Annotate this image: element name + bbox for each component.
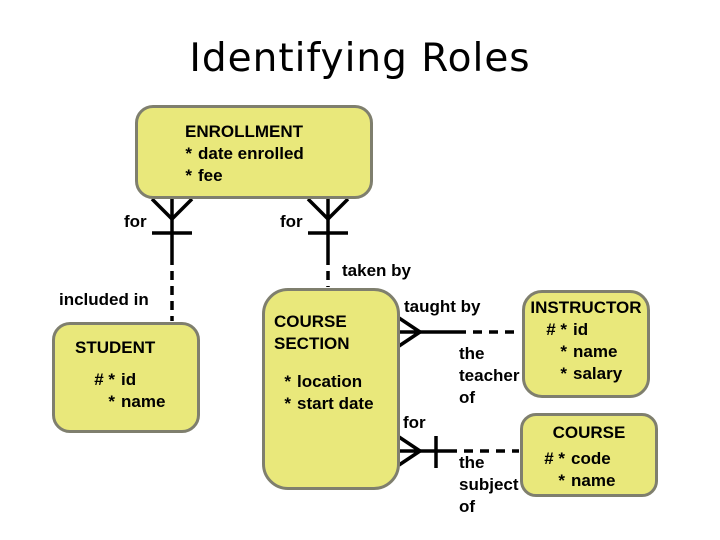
attribute-row: * date enrolled (178, 143, 370, 165)
attribute-row: * name (541, 341, 647, 363)
attribute-name: name (571, 471, 616, 490)
relationship-label-for-course: for (403, 413, 426, 432)
attribute-name: id (121, 370, 137, 389)
entity-student-name: STUDENT (75, 338, 156, 357)
attribute-prefix: * (560, 342, 567, 361)
entity-course-section: COURSE SECTION * location * start date (262, 288, 400, 490)
attribute-row: * location (277, 371, 397, 393)
entity-enrollment-attributes: * date enrolled * fee (178, 143, 370, 187)
entity-course-section-attributes: * location * start date (277, 371, 397, 415)
entity-instructor-attributes: # * id * name * salary (541, 319, 647, 385)
attribute-prefix: * (185, 166, 192, 185)
attribute-name: start date (297, 394, 374, 413)
relationship-label-included-in: included in (59, 290, 149, 309)
attribute-row: # * id (89, 369, 197, 391)
crowsfoot-enrollment-student-icon (150, 197, 194, 321)
attribute-name: salary (573, 364, 623, 383)
entity-enrollment: ENROLLMENT * date enrolled * fee (135, 105, 373, 199)
attribute-name: fee (198, 166, 223, 185)
attribute-name: location (297, 372, 363, 391)
attribute-row: # * code (539, 448, 655, 470)
attribute-name: code (571, 449, 611, 468)
attribute-prefix: # * (546, 320, 567, 339)
entity-course-attributes: # * code * name (539, 448, 655, 492)
entity-course-name: COURSE (552, 423, 626, 442)
attribute-name: date enrolled (198, 144, 304, 163)
attribute-prefix: # * (544, 449, 565, 468)
entity-course: COURSE # * code * name (520, 413, 658, 497)
attribute-prefix: * (560, 364, 567, 383)
attribute-row: * name (539, 470, 655, 492)
entity-enrollment-name: ENROLLMENT (185, 122, 304, 141)
attribute-prefix: * (558, 471, 565, 490)
attribute-row: * name (89, 391, 197, 413)
relationship-label-the-teacher-of: the teacher of (459, 344, 520, 407)
attribute-prefix: * (185, 144, 192, 163)
attribute-name: name (573, 342, 618, 361)
attribute-row: * salary (541, 363, 647, 385)
relationship-label-for-course-section: for (280, 212, 303, 231)
attribute-prefix: * (108, 392, 115, 411)
entity-student-attributes: # * id * name (89, 369, 197, 413)
relationship-label-for-student: for (124, 212, 147, 231)
attribute-prefix: * (284, 394, 291, 413)
entity-instructor-name: INSTRUCTOR (530, 298, 642, 317)
relationship-label-the-subject-of: the subject of (459, 453, 519, 516)
attribute-row: * start date (277, 393, 397, 415)
crowsfoot-coursesection-instructor-icon (398, 316, 521, 348)
attribute-row: # * id (541, 319, 647, 341)
crowsfoot-coursesection-course-icon (398, 435, 519, 468)
attribute-prefix: * (284, 372, 291, 391)
attribute-row: * fee (178, 165, 370, 187)
slide-title: Identifying Roles (189, 36, 531, 81)
attribute-name: name (121, 392, 166, 411)
attribute-prefix: # * (94, 370, 115, 389)
entity-student: STUDENT # * id * name (52, 322, 200, 433)
relationship-label-taught-by: taught by (404, 297, 481, 316)
crowsfoot-enrollment-coursesection-icon (306, 197, 350, 287)
entity-instructor: INSTRUCTOR # * id * name * salary (522, 290, 650, 398)
attribute-name: id (573, 320, 589, 339)
relationship-label-taken-by: taken by (342, 261, 411, 280)
entity-course-section-name: COURSE SECTION (274, 312, 350, 353)
